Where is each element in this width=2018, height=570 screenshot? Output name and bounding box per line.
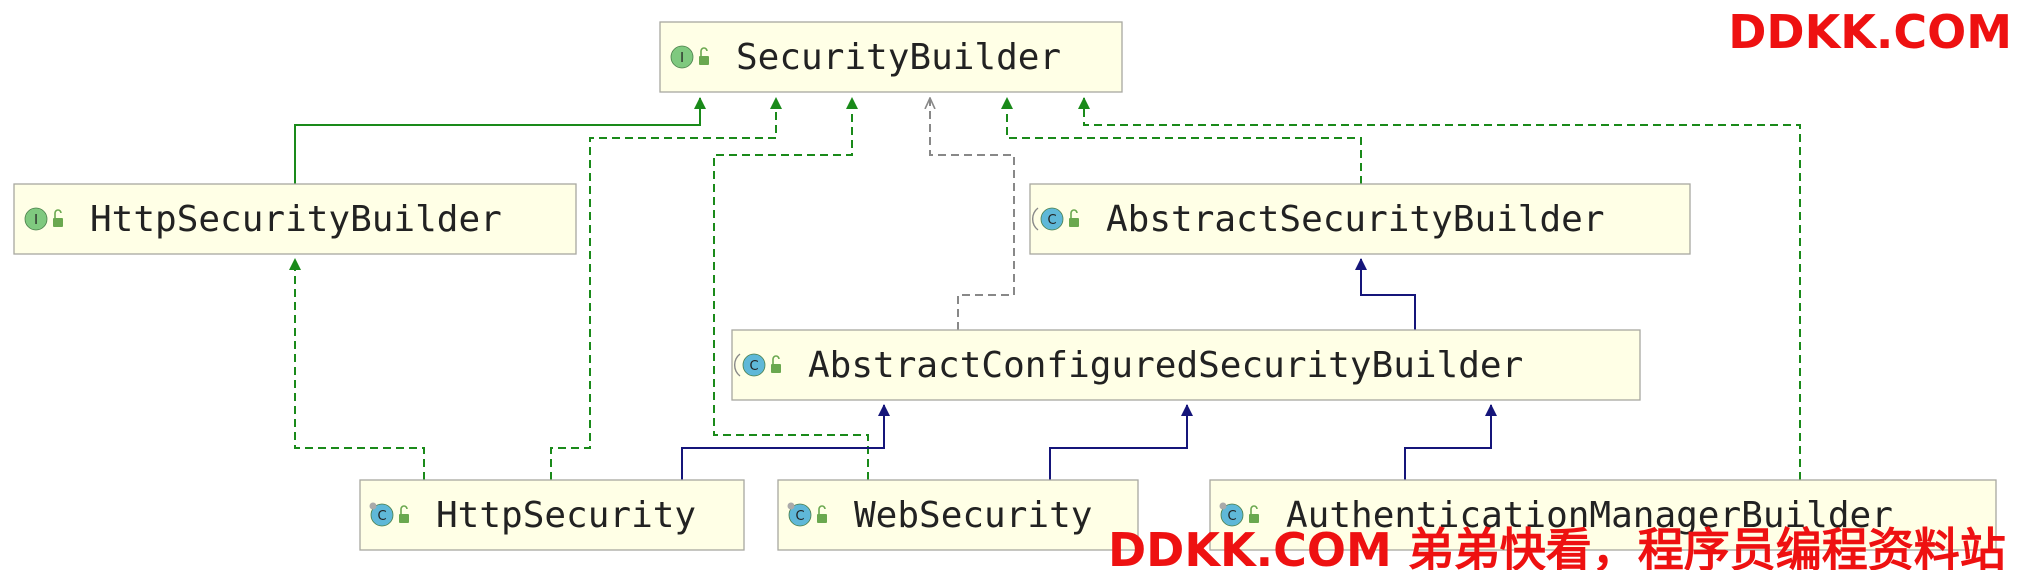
edge-abstractconfigured-to-abstractsecuritybuilder xyxy=(1355,258,1416,330)
node-box xyxy=(1209,479,1997,551)
class-badge-icon: C xyxy=(734,353,766,377)
svg-text:C: C xyxy=(1227,509,1236,524)
edge-authmanagerbuilder-to-securitybuilder xyxy=(1078,97,1801,480)
edge-websecurity-to-abstractconfigured xyxy=(1049,404,1193,480)
interface-badge-icon: I xyxy=(24,207,48,231)
node-authentication-manager-builder[interactable]: C AuthenticationManagerBuilder xyxy=(1209,479,1997,551)
watermark-bottom: DDKK.COM 弟弟快看，程序员编程资料站 xyxy=(1108,523,2006,570)
node-abstract-configured-security-builder[interactable]: C AbstractConfiguredSecurityBuilder xyxy=(731,329,1641,401)
edge-authmanagerbuilder-to-abstractconfigured xyxy=(1404,404,1497,480)
edge-httpsecurity-to-abstractconfigured xyxy=(681,404,890,480)
node-label: WebSecurity xyxy=(854,495,1092,536)
node-box xyxy=(359,479,745,551)
node-box xyxy=(659,21,1123,93)
node-label: SecurityBuilder xyxy=(736,37,1061,78)
edge-websecurity-to-securitybuilder xyxy=(713,97,869,480)
node-abstract-security-builder[interactable]: C AbstractSecurityBuilder xyxy=(1029,183,1691,255)
edge-abstractsecuritybuilder-to-securitybuilder xyxy=(1001,97,1362,184)
interface-badge-icon: I xyxy=(670,45,694,69)
public-lock-icon xyxy=(771,355,781,373)
node-http-security-builder[interactable]: I HttpSecurityBuilder xyxy=(13,183,577,255)
node-label: HttpSecurity xyxy=(436,495,696,536)
public-lock-icon xyxy=(1249,505,1259,523)
svg-text:C: C xyxy=(795,509,804,524)
node-label: HttpSecurityBuilder xyxy=(90,199,502,240)
edge-abstractconfigured-to-securitybuilder xyxy=(930,98,1015,330)
watermark-top: DDKK.COM xyxy=(1728,5,2012,59)
edges-layer xyxy=(289,97,1801,480)
node-label: AbstractSecurityBuilder xyxy=(1106,199,1605,240)
node-web-security[interactable]: C WebSecurity xyxy=(777,479,1139,551)
node-label: AbstractConfiguredSecurityBuilder xyxy=(808,345,1523,386)
svg-text:I: I xyxy=(680,51,684,66)
node-security-builder[interactable]: I SecurityBuilder xyxy=(659,21,1123,93)
node-box xyxy=(777,479,1139,551)
public-lock-icon xyxy=(699,47,709,65)
node-box xyxy=(1029,183,1691,255)
node-label: AuthenticationManagerBuilder xyxy=(1286,495,1893,536)
svg-text:I: I xyxy=(34,213,38,228)
class-badge-icon: C xyxy=(787,502,812,527)
node-box xyxy=(731,329,1641,401)
svg-text:C: C xyxy=(749,359,758,374)
svg-text:C: C xyxy=(1047,213,1056,228)
public-lock-icon xyxy=(1069,209,1079,227)
class-badge-icon: C xyxy=(369,502,394,527)
edge-httpsecurity-to-httpsecuritybuilder xyxy=(289,258,425,480)
public-lock-icon xyxy=(817,505,827,523)
class-badge-icon: C xyxy=(1032,207,1064,231)
edge-httpsecurity-to-securitybuilder xyxy=(550,97,782,480)
node-http-security[interactable]: C HttpSecurity xyxy=(359,479,745,551)
svg-text:C: C xyxy=(377,509,386,524)
public-lock-icon xyxy=(53,209,63,227)
public-lock-icon xyxy=(399,505,409,523)
class-badge-icon: C xyxy=(1219,502,1244,527)
edge-httpsecuritybuilder-to-securitybuilder xyxy=(294,97,706,184)
node-box xyxy=(13,183,577,255)
